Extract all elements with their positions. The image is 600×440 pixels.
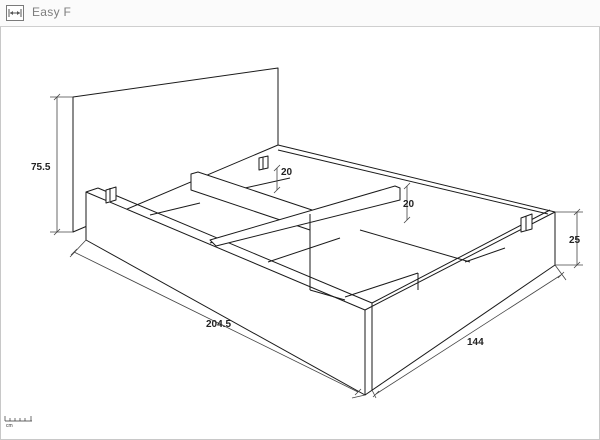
dimension-frame-height [555,208,583,269]
bracket-headboard [258,155,269,171]
product-title: Easy F [32,5,72,19]
label-headboard-height: 75.5 [31,162,51,173]
scale-ruler [4,416,32,422]
cross-divider [209,185,401,301]
label-length: 204.5 [206,319,231,330]
scale-unit-label: cm [6,423,13,429]
label-width: 144 [467,337,484,348]
label-divider-left: 20 [281,167,293,178]
bracket-right [520,213,533,233]
header-bar: Easy F [0,0,600,27]
right-side-rail [277,144,556,215]
dimension-length [69,239,366,399]
label-divider-right: 20 [403,199,415,210]
dimension-divider-right [403,182,411,224]
dimension-width [371,264,567,399]
bracket-left [105,186,117,204]
dimension-arrows-icon [6,5,24,21]
dimension-divider-left [273,164,281,194]
dimension-headboard-height [50,93,73,236]
left-side-rail [85,187,373,396]
foot-rail [364,209,556,396]
label-frame-height: 25 [569,235,581,246]
